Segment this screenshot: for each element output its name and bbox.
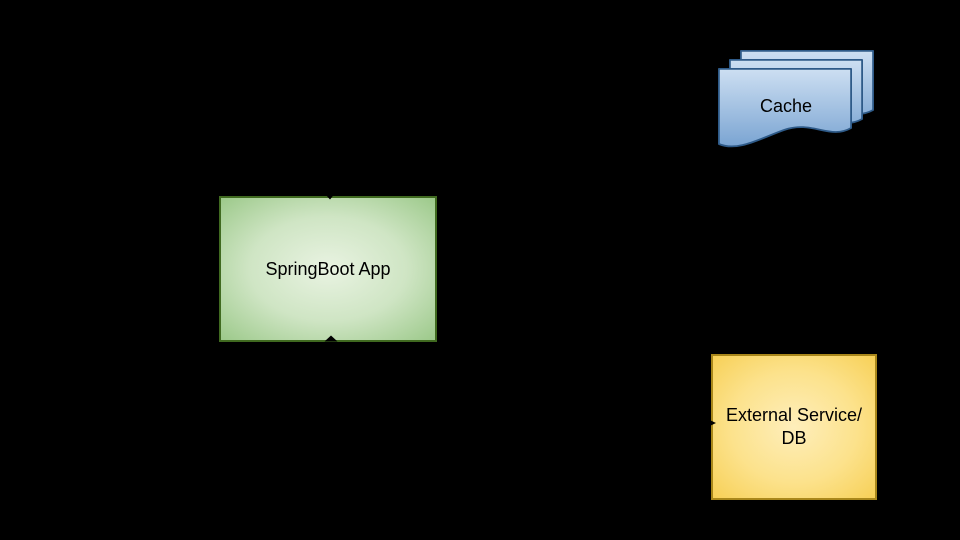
external-label-line1: External Service/	[725, 405, 863, 425]
external-label-line2: DB	[781, 428, 807, 448]
external-service-db-label: External Service/ DB	[726, 404, 862, 450]
cache-label: Cache	[759, 96, 813, 116]
node-external-service-db: External Service/ DB	[711, 354, 877, 500]
cache-documents-icon	[718, 50, 874, 148]
node-springboot-app: SpringBoot App	[219, 196, 437, 342]
node-cache: Cache	[718, 50, 878, 156]
cache-document-front	[718, 68, 852, 148]
springboot-app-label: SpringBoot App	[265, 258, 391, 279]
